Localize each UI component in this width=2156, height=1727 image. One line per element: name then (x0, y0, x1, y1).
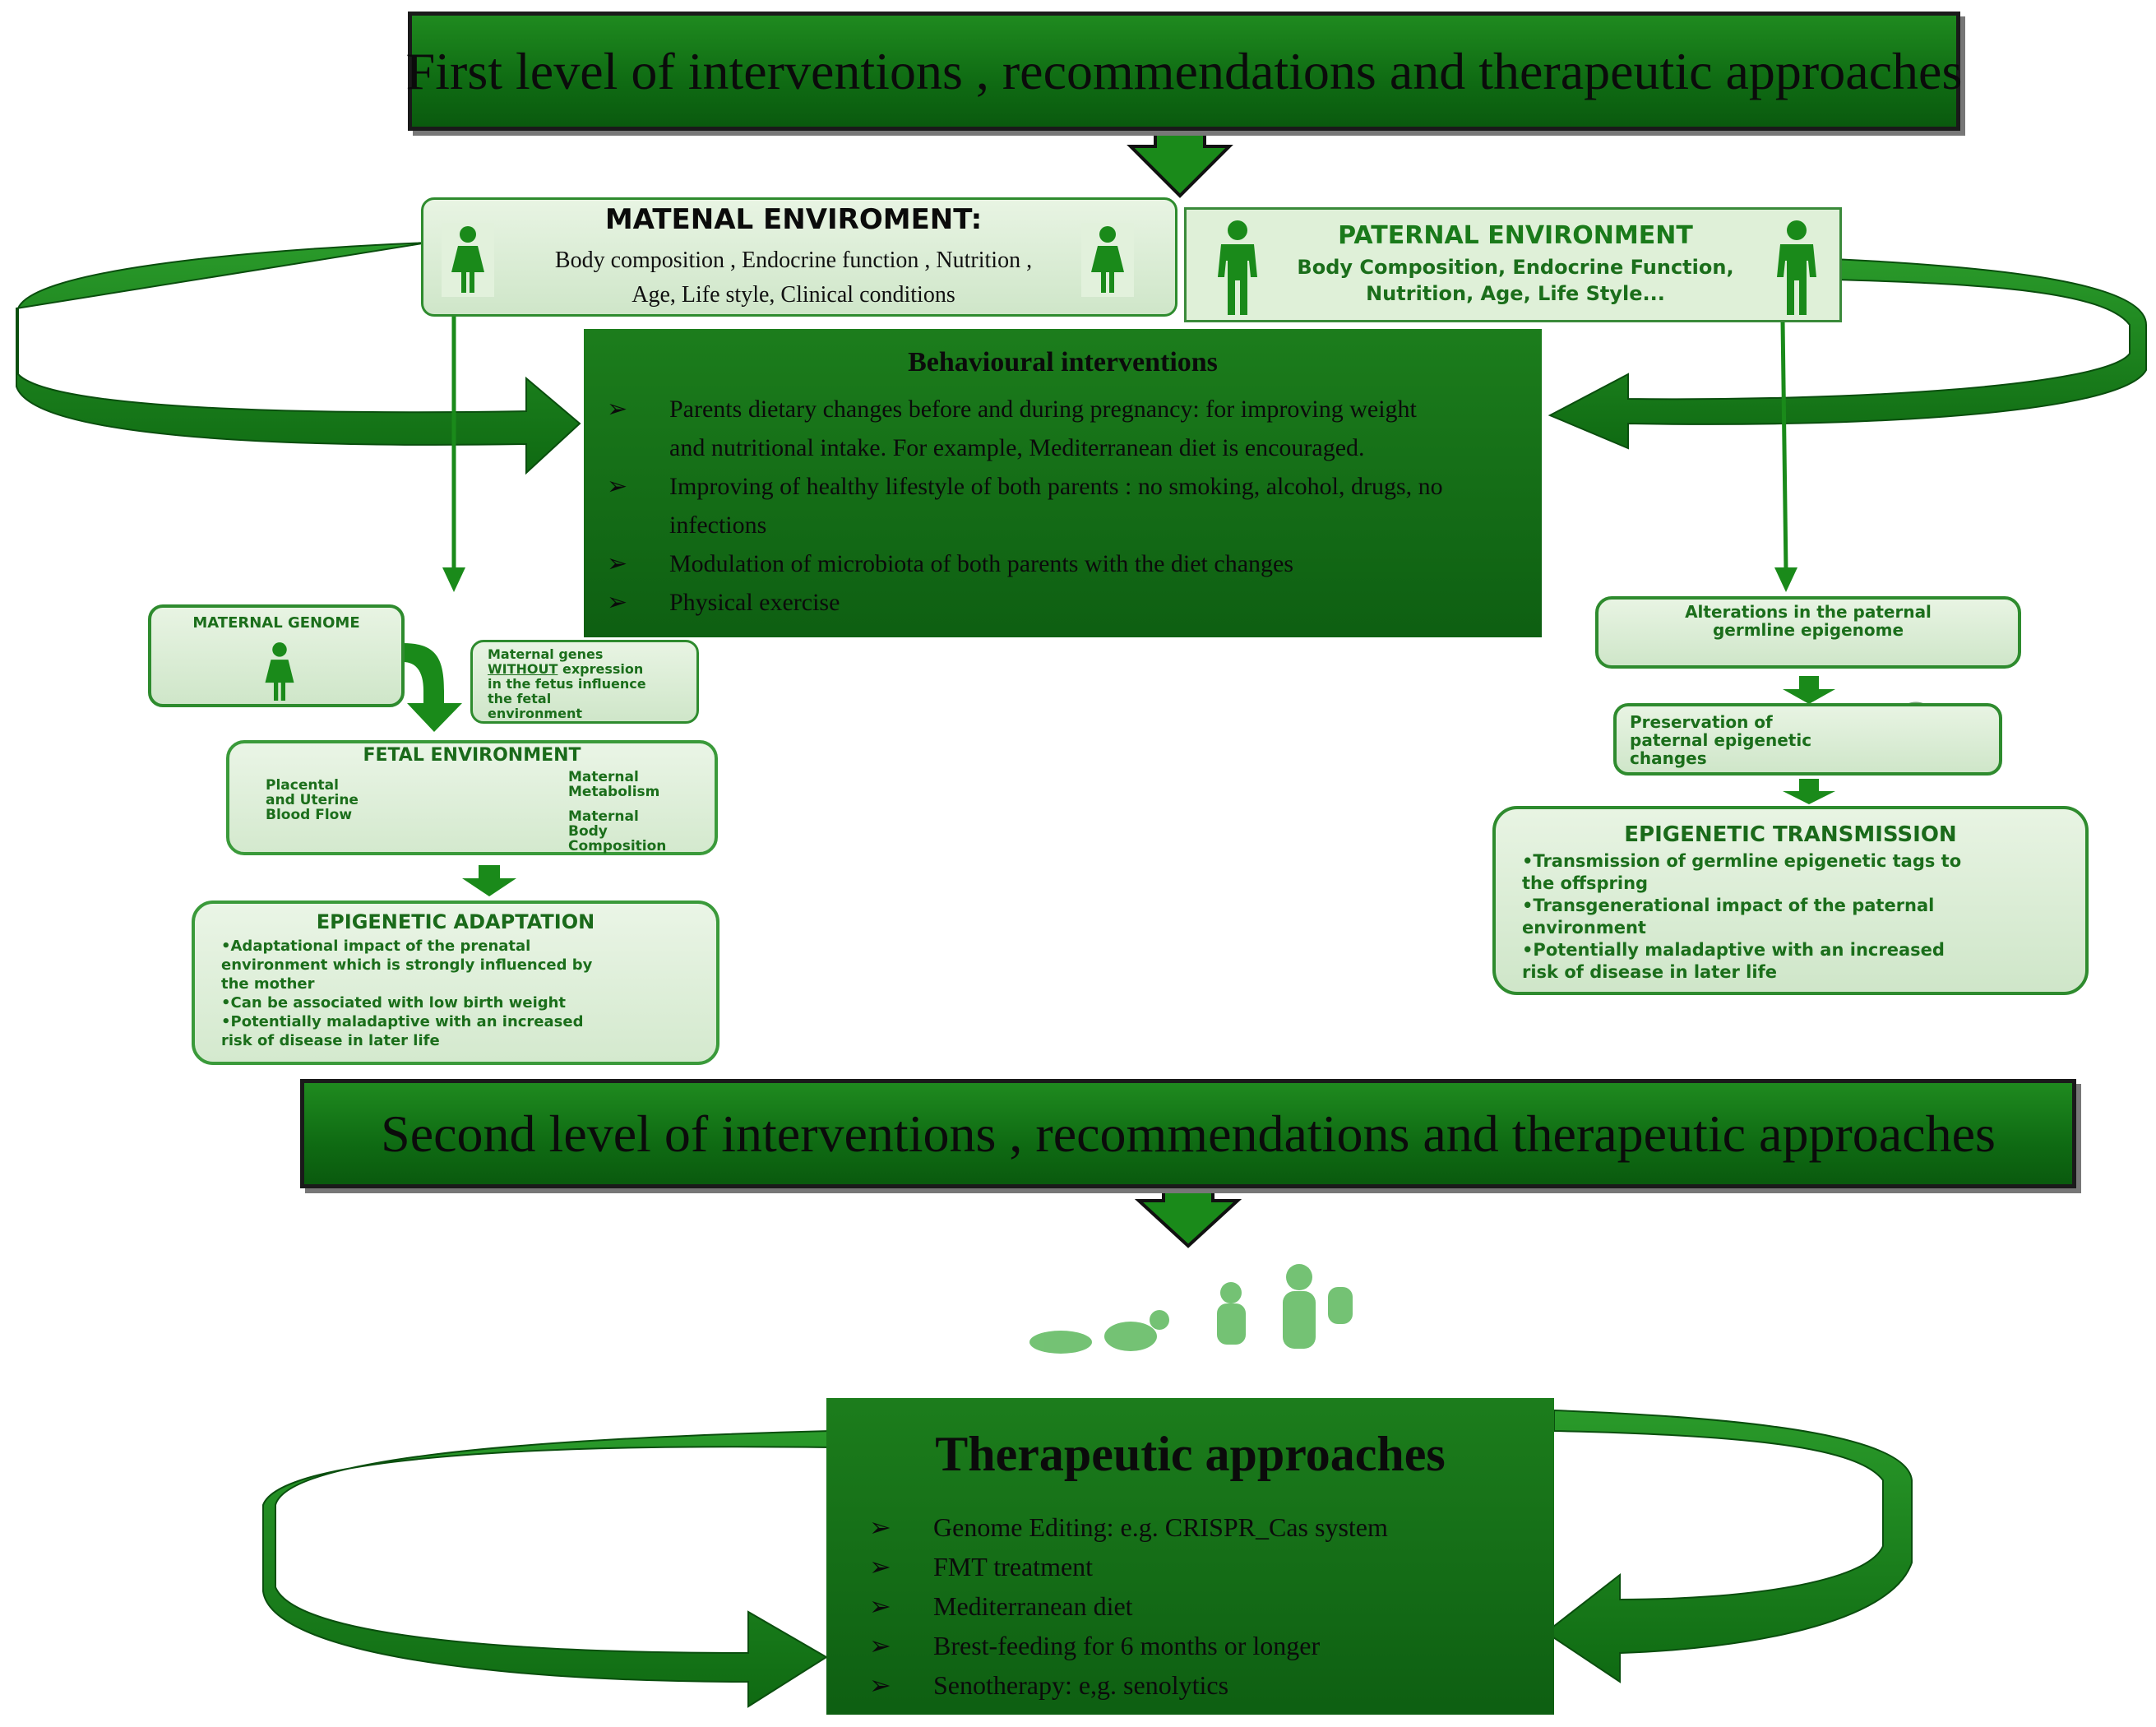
bullet-arrow-icon: ➢ (607, 473, 628, 500)
behavioural-item: ➢ Parents dietary changes before and dur… (607, 390, 1519, 467)
paternal-preservation-text: Preservation of paternal epigenetic chan… (1630, 712, 1812, 768)
behavioural-title: Behavioural interventions (908, 347, 1218, 377)
preservation-to-transmission-arrow (1783, 779, 1835, 804)
epigenetic-transmission-text: •Transmission of germline epigenetic tag… (1522, 851, 1962, 982)
fetal-to-adaptation-arrow (462, 865, 516, 896)
top-loop-arrow-left (16, 242, 581, 475)
bullet-arrow-icon: ➢ (869, 1631, 891, 1660)
male-icon (1213, 220, 1262, 317)
female-icon (1081, 223, 1134, 297)
bottom-loop-arrow-right (1544, 1409, 1913, 1683)
female-icon (257, 639, 303, 705)
paternal-preservation-box: Preservation of paternal epigenetic chan… (1613, 703, 2002, 776)
bullet-arrow-icon: ➢ (607, 550, 628, 577)
behavioural-list: ➢ Parents dietary changes before and dur… (607, 390, 1519, 622)
paternal-env-title: PATERNAL ENVIRONMENT (1338, 221, 1693, 250)
fetal-env-right-bottom: Maternal Body Composition (568, 808, 667, 854)
epigenetic-adaptation-title: EPIGENETIC ADAPTATION (316, 910, 595, 933)
germline-to-preservation-arrow (1783, 676, 1835, 704)
therapeutic-list: ➢ Genome Editing: e.g. CRISPR_Cas system… (851, 1507, 1529, 1705)
maternal-genome-box: MATERNAL GENOME (148, 604, 405, 707)
therapeutic-item: ➢ Senotherapy: e,g. senolytics (851, 1665, 1529, 1705)
genome-to-fetal-arrow (403, 643, 462, 732)
female-icon (442, 223, 494, 297)
paternal-environment-box: PATERNAL ENVIRONMENT Body Composition, E… (1184, 207, 1842, 322)
down-arrow-first-level (1127, 128, 1233, 198)
maternal-genome-title: MATERNAL GENOME (192, 614, 360, 632)
therapeutic-item: ➢ Genome Editing: e.g. CRISPR_Cas system (851, 1507, 1529, 1547)
behavioural-item: ➢ Physical exercise (607, 583, 1519, 622)
first-level-label: First level of interventions , recommend… (405, 41, 1963, 100)
maternal-genes-note: Maternal genes WITHOUT expression in the… (470, 640, 699, 724)
bullet-arrow-icon: ➢ (869, 1670, 891, 1700)
therapeutic-item: ➢ Mediterranean diet (851, 1586, 1529, 1626)
therapeutic-title: Therapeutic approaches (935, 1427, 1446, 1481)
bullet-arrow-icon: ➢ (869, 1512, 891, 1542)
bullet-arrow-icon: ➢ (607, 589, 628, 616)
second-level-label: Second level of interventions , recommen… (381, 1104, 1996, 1163)
therapeutic-item: ➢ Brest-feeding for 6 months or longer (851, 1626, 1529, 1665)
bullet-arrow-icon: ➢ (869, 1552, 891, 1581)
maternal-env-line2: Age, Life style, Clinical conditions (632, 282, 955, 308)
maternal-connector-arrowhead (442, 567, 465, 592)
epigenetic-transmission-box: EPIGENETIC TRANSMISSION •Transmission of… (1492, 806, 2089, 995)
fetal-env-title: FETAL ENVIRONMENT (363, 745, 581, 766)
paternal-germline-box: Alterations in the paternal germline epi… (1595, 596, 2021, 669)
therapeutic-approaches-box: Therapeutic approaches ➢ Genome Editing:… (826, 1398, 1554, 1715)
epigenetic-adaptation-box: EPIGENETIC ADAPTATION •Adaptational impa… (192, 901, 719, 1065)
fetal-environment-box: FETAL ENVIRONMENT Placental and Uterine … (226, 740, 718, 855)
paternal-connector-line (1780, 320, 1788, 572)
paternal-germline-text: Alterations in the paternal germline epi… (1685, 602, 1932, 640)
behavioural-item: ➢ Modulation of microbiota of both paren… (607, 544, 1519, 583)
maternal-env-line1: Body composition , Endocrine function , … (554, 248, 1033, 273)
growth-silhouettes (1029, 1264, 1353, 1354)
second-level-banner: Second level of interventions , recommen… (300, 1079, 2076, 1188)
top-loop-arrow-right (1548, 257, 2147, 450)
maternal-env-title: MATENAL ENVIROMENT: (604, 203, 983, 236)
male-icon (1772, 220, 1821, 317)
maternal-environment-box: MATENAL ENVIROMENT: Body composition , E… (421, 197, 1177, 317)
down-arrow-second-level (1134, 1187, 1242, 1248)
paternal-env-line2: Nutrition, Age, Life Style... (1366, 282, 1665, 305)
paternal-env-line1: Body Composition, Endocrine Function, (1297, 256, 1734, 279)
bottom-loop-arrow-left (262, 1429, 831, 1708)
paternal-connector-arrowhead (1774, 567, 1797, 592)
epigenetic-transmission-title: EPIGENETIC TRANSMISSION (1624, 822, 1957, 847)
behavioural-item: ➢ Improving of healthy lifestyle of both… (607, 467, 1519, 544)
behavioural-interventions-box: Behavioural interventions ➢ Parents diet… (584, 329, 1542, 637)
fetal-env-left: Placental and Uterine Blood Flow (266, 777, 359, 823)
epigenetic-adaptation-text: •Adaptational impact of the prenatal env… (221, 938, 593, 1049)
first-level-banner: First level of interventions , recommend… (405, 12, 1963, 131)
bullet-arrow-icon: ➢ (607, 396, 628, 423)
therapeutic-item: ➢ FMT treatment (851, 1547, 1529, 1586)
bullet-arrow-icon: ➢ (869, 1591, 891, 1621)
fetal-env-right-top: Maternal Metabolism (568, 769, 660, 800)
